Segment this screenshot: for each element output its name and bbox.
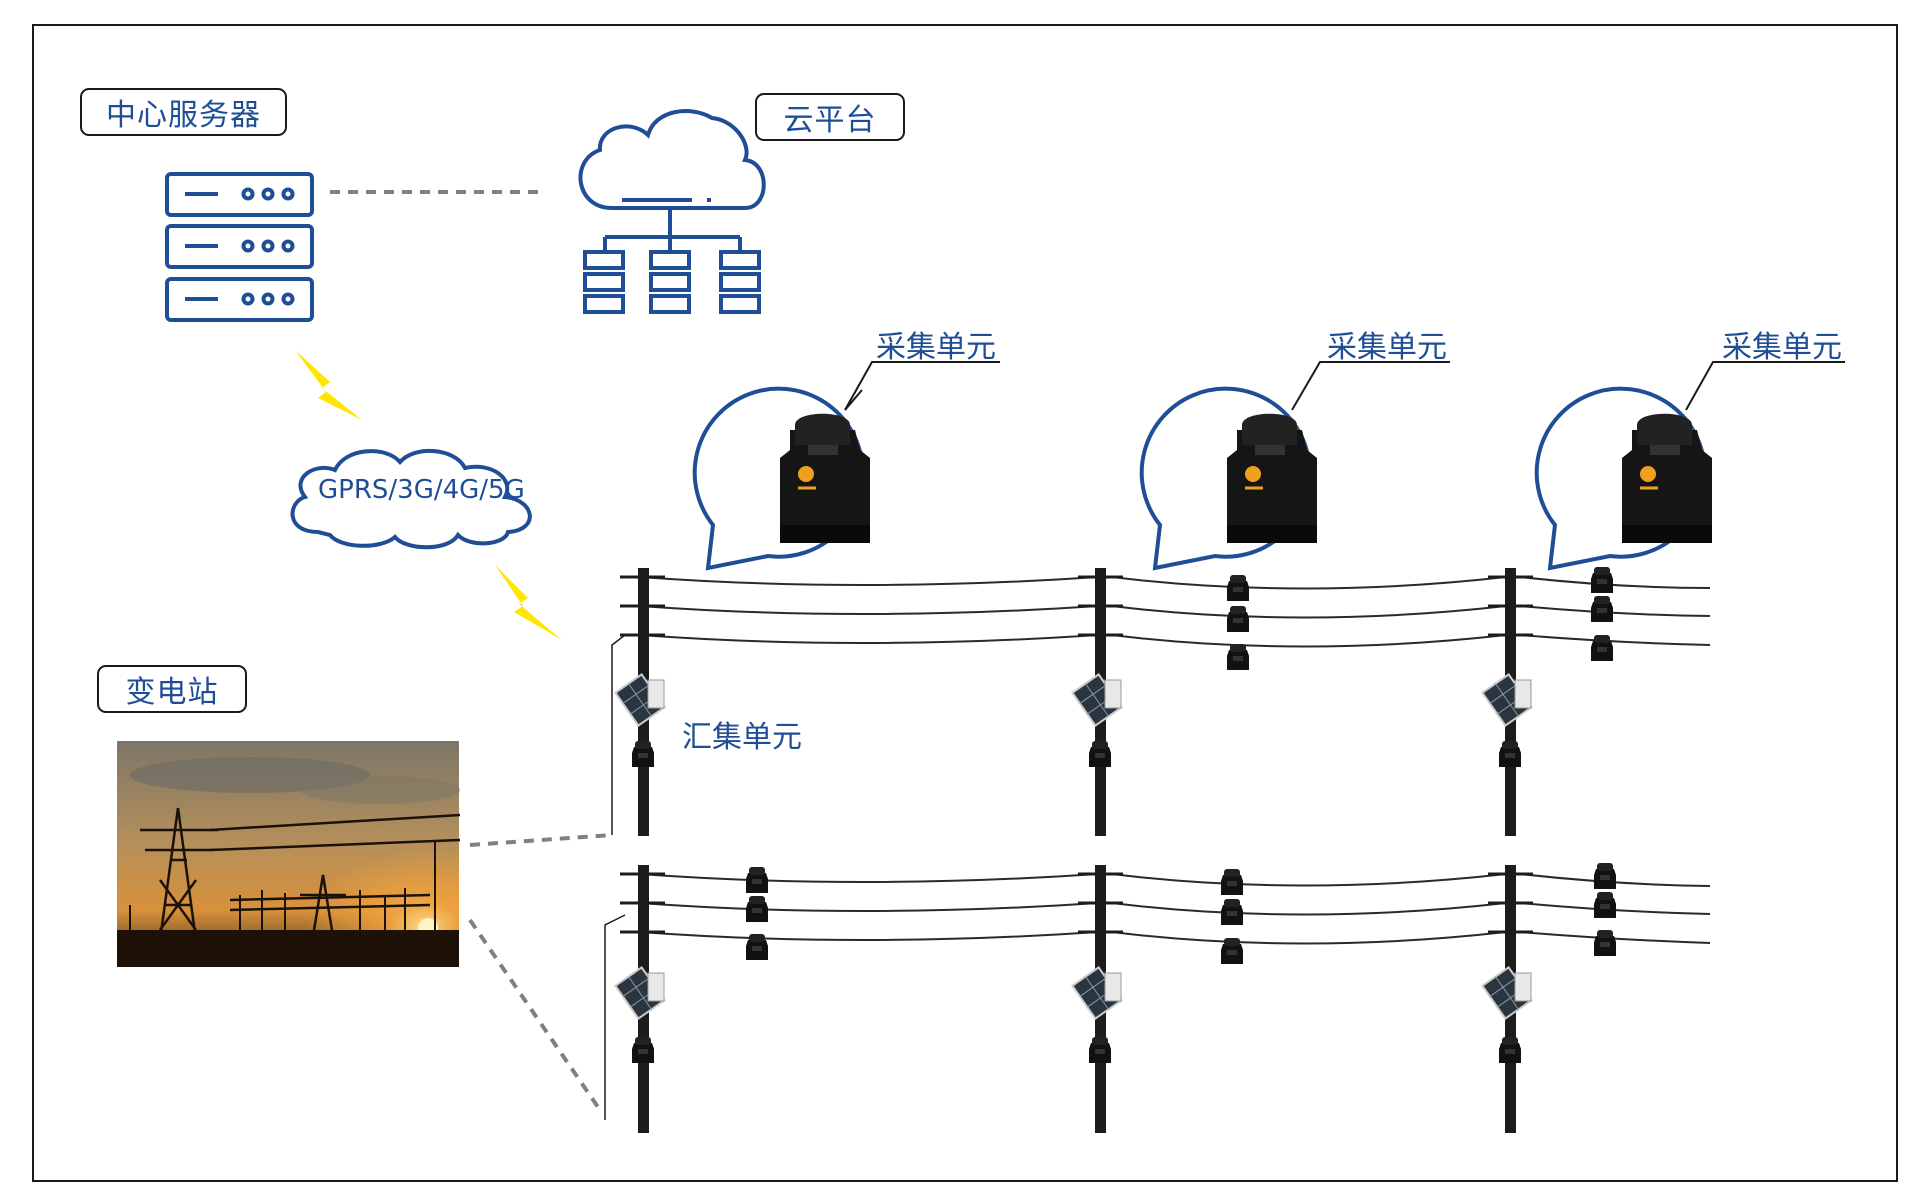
aggregation-unit-label: 汇集单元	[682, 720, 802, 755]
solar-panel-icon	[614, 966, 666, 1020]
server-rack-icon	[165, 172, 314, 322]
current-sensor-icon	[1089, 741, 1111, 767]
current-sensor-icon	[1227, 567, 1613, 670]
collection-unit-callout	[692, 361, 1000, 571]
solar-panel-icon	[1481, 966, 1533, 1020]
cloud-platform-label: 云平台	[755, 93, 905, 141]
feeder-line-lower	[604, 914, 626, 1120]
network-cloud-shape	[290, 449, 532, 550]
lightning-bolt-icon	[295, 350, 362, 420]
network-label: GPRS/3G/4G/5G	[318, 475, 525, 505]
collection-unit-callout	[1534, 361, 1845, 571]
lightning-bolt-icon	[495, 565, 562, 640]
solar-panel-icon	[1071, 673, 1123, 727]
power-lines-upper	[639, 576, 1711, 648]
power-lines-lower	[639, 873, 1711, 945]
current-sensor-icon	[746, 863, 1616, 964]
center-server-label: 中心服务器	[80, 88, 287, 136]
collection-unit-callout	[1139, 361, 1450, 571]
substation-label: 变电站	[97, 665, 247, 713]
substation-photo	[117, 741, 461, 967]
current-sensor-icon	[1499, 741, 1521, 767]
current-sensor-icon	[1227, 413, 1317, 543]
current-sensor-icon	[632, 1037, 654, 1063]
current-sensor-icon	[1622, 413, 1712, 543]
solar-panel-icon	[1481, 673, 1533, 727]
collection-unit-label-3: 采集单元	[1722, 330, 1842, 365]
current-sensor-icon	[632, 741, 654, 767]
feeder-line-upper	[611, 634, 626, 835]
cloud-network-icon	[578, 109, 766, 314]
substation-link-upper	[469, 833, 613, 847]
substation-link-lower	[468, 918, 602, 1112]
current-sensor-icon	[780, 413, 870, 543]
solar-panel-icon	[1071, 966, 1123, 1020]
collection-unit-label-1: 采集单元	[876, 330, 996, 365]
current-sensor-icon	[1089, 1037, 1111, 1063]
collection-unit-label-2: 采集单元	[1327, 330, 1447, 365]
current-sensor-icon	[1499, 1037, 1521, 1063]
outer-frame	[32, 24, 1898, 1182]
solar-panel-icon	[614, 673, 666, 727]
